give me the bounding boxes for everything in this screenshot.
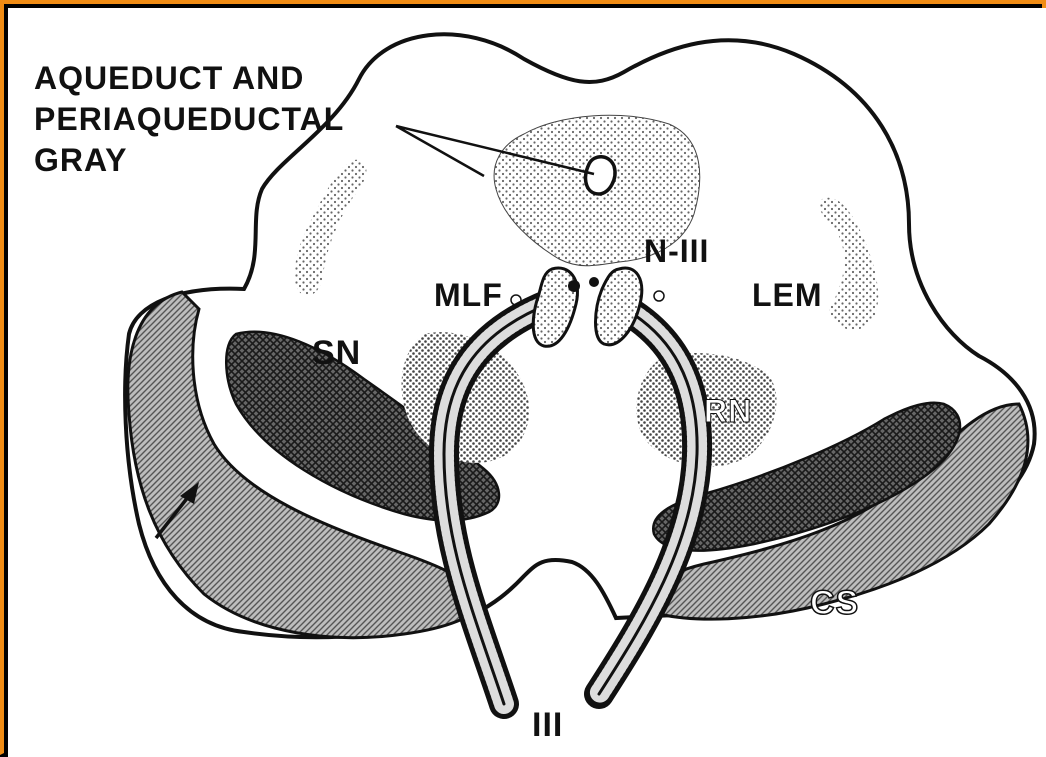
label-aqueduct-2: PERIAQUEDUCTAL (34, 101, 344, 137)
label-aqueduct-1: AQUEDUCT AND (34, 60, 304, 96)
label-iii: III (532, 706, 563, 744)
edinger-westphal-dot (568, 280, 580, 292)
label-mlf: MLF (434, 277, 503, 313)
label-aqueduct-3: GRAY (34, 142, 128, 178)
label-cs: CS (810, 584, 859, 622)
label-n-iii: N-III (644, 233, 709, 269)
label-lem: LEM (752, 277, 823, 313)
label-sn: SN (312, 334, 361, 372)
midbrain-cross-section-diagram: AQUEDUCT AND PERIAQUEDUCTAL GRAY MLF N-I… (8, 8, 1046, 757)
label-rn: RN (704, 393, 752, 429)
cerebral-aqueduct (586, 157, 615, 194)
